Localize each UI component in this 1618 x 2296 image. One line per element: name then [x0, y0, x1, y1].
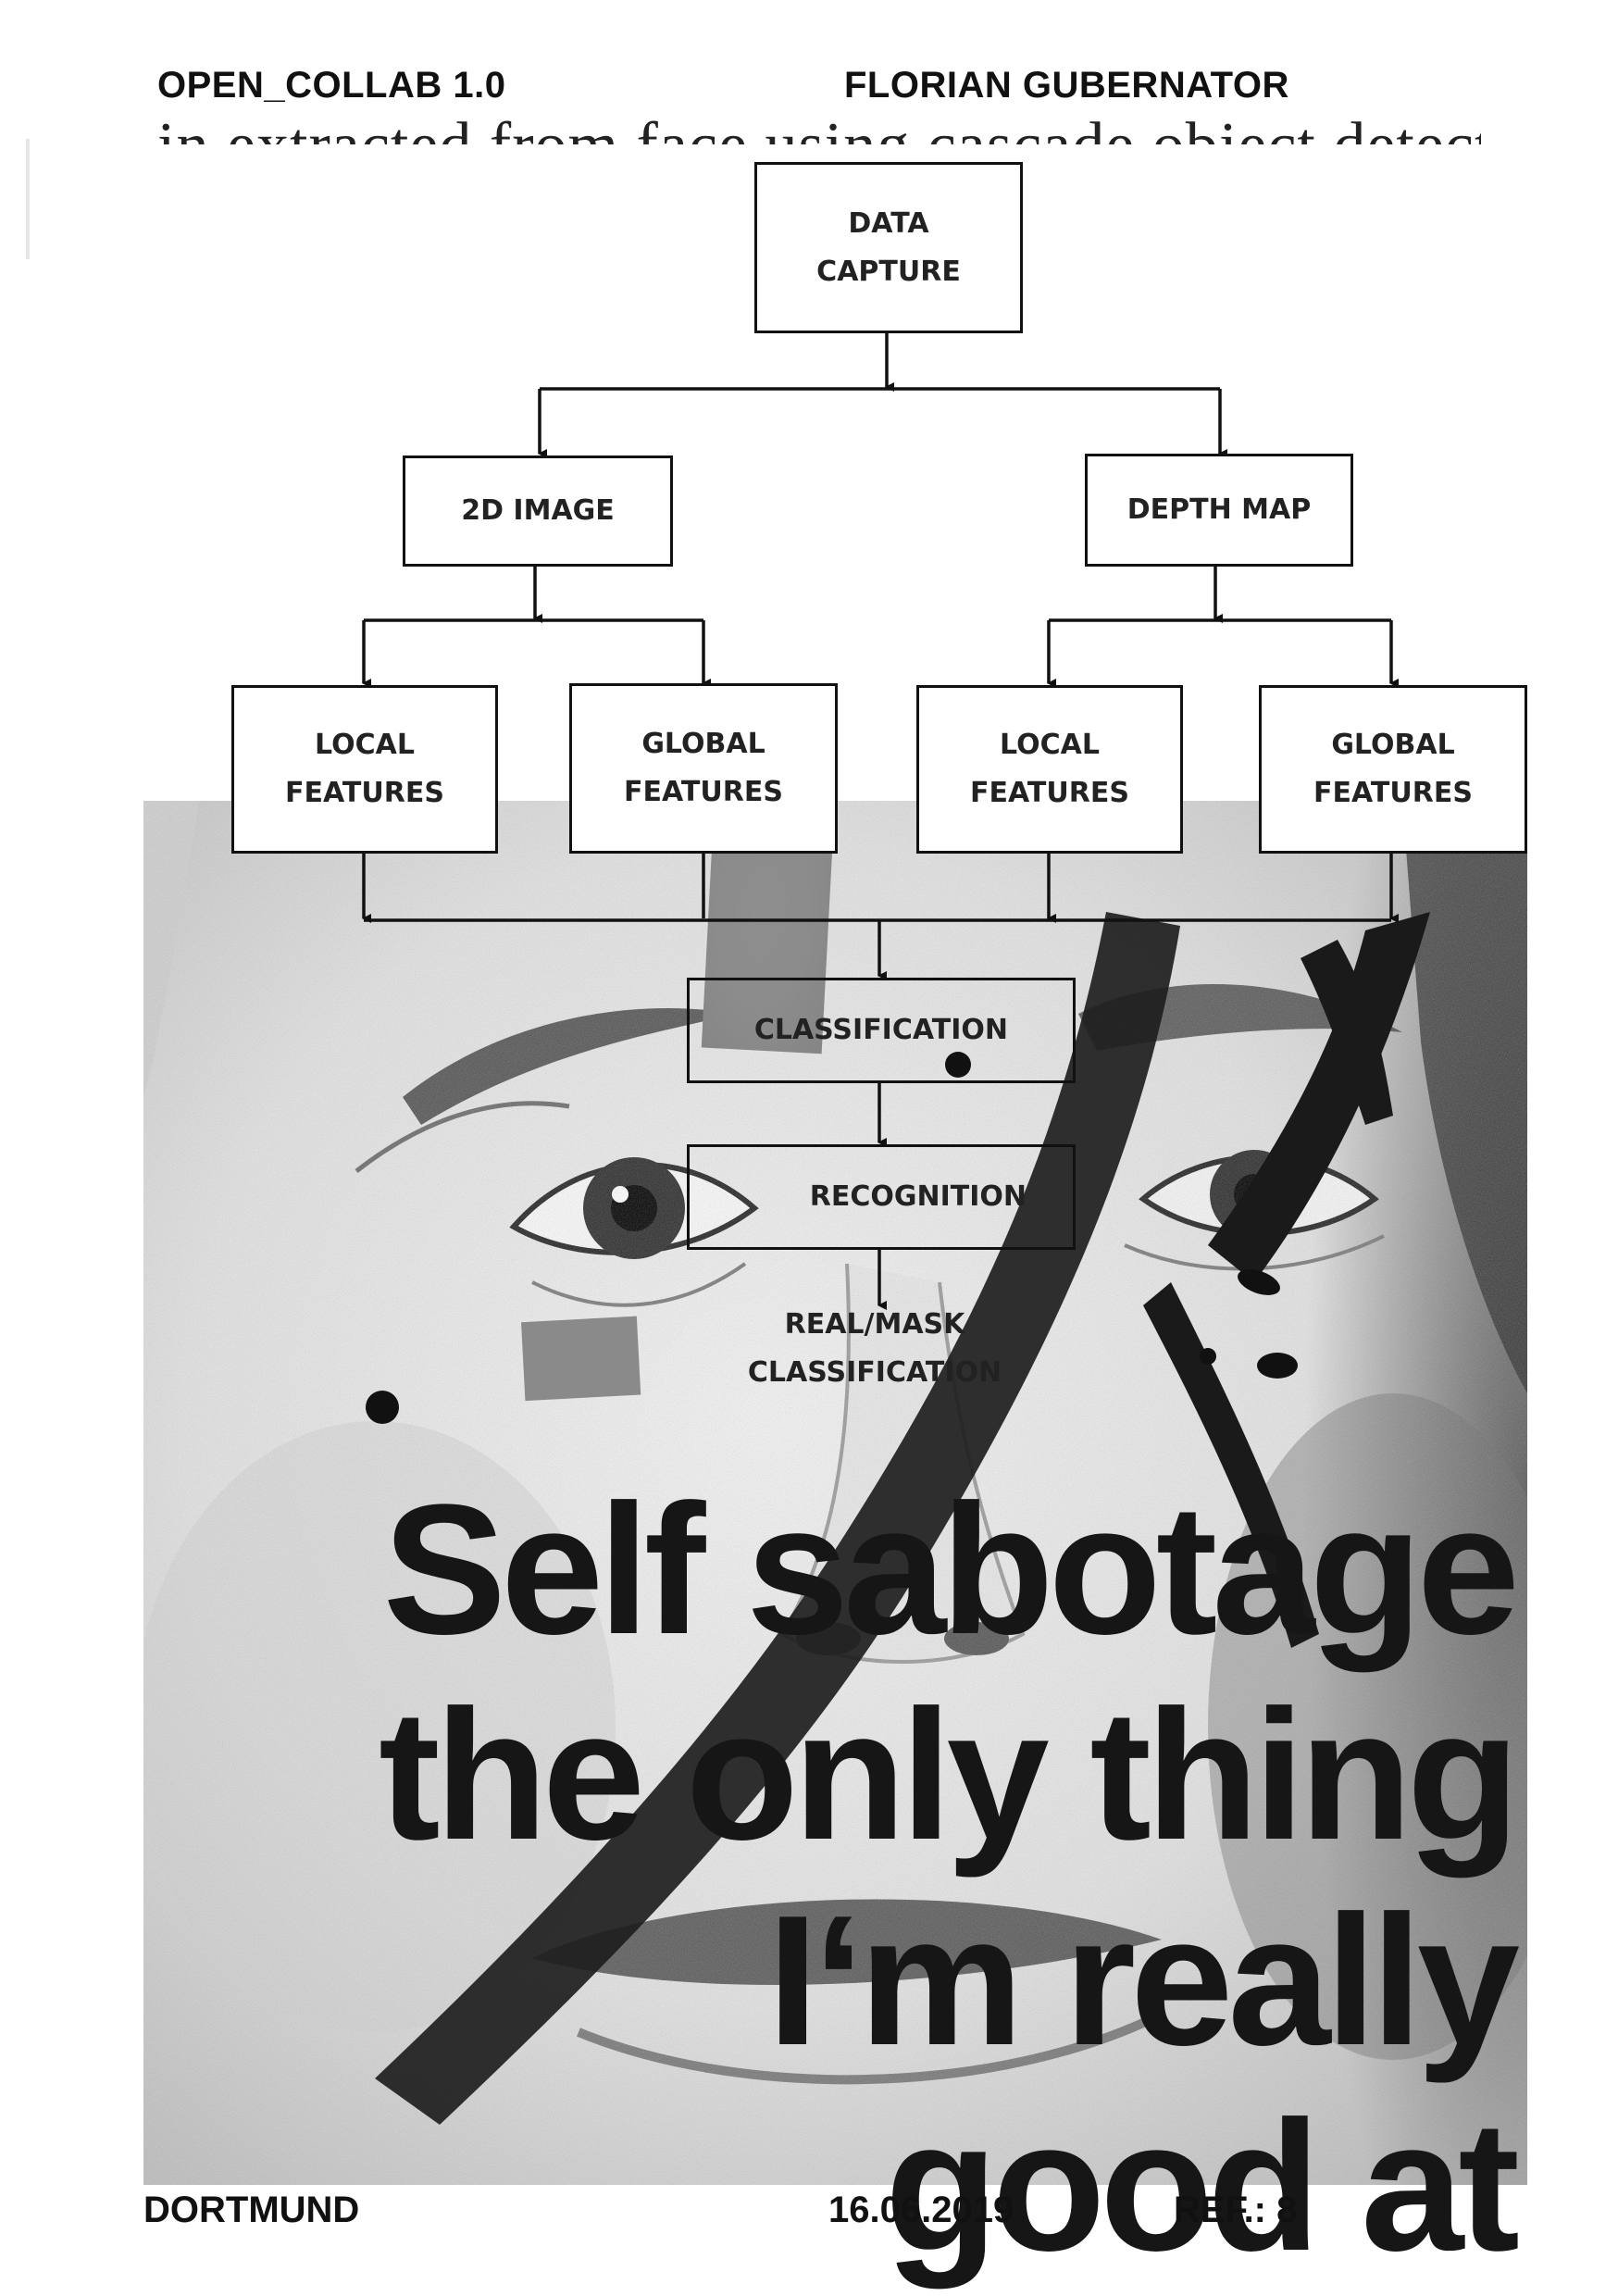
box-local-features-depth-line2: FEATURES: [970, 777, 1129, 809]
box-local-features-2d: LOCAL FEATURES: [231, 685, 498, 854]
box-classification: CLASSIFICATION: [687, 978, 1076, 1083]
box-data-capture-line2: CAPTURE: [816, 255, 961, 288]
box-global-features-2d: GLOBAL FEATURES: [569, 683, 838, 854]
real-mask-line1: REAL/MASK: [784, 1308, 965, 1341]
slogan-text: Self sabotage the only thing I‘m really …: [311, 1466, 1520, 2290]
box-data-capture-line1: DATA: [848, 206, 929, 240]
box-data-capture: DATA CAPTURE: [754, 162, 1023, 333]
box-global-features-depth-line1: GLOBAL: [1331, 729, 1455, 761]
box-depth-map-label: DEPTH MAP: [1126, 493, 1312, 526]
box-recognition-label: RECOGNITION: [809, 1180, 1027, 1213]
header-left-label: OPEN_COLLAB 1.0: [157, 65, 506, 106]
box-global-features-depth: GLOBAL FEATURES: [1259, 685, 1527, 854]
footer-city: DORTMUND: [143, 2190, 360, 2230]
slogan-line-2: the only thing: [379, 1672, 1520, 1878]
footer-ref: REF.: 8: [1174, 2190, 1298, 2230]
box-classification-label: CLASSIFICATION: [753, 1014, 1008, 1046]
cut-off-text: in extracted from face using cascade obj…: [157, 109, 1481, 144]
slogan-line-1: Self sabotage: [382, 1466, 1520, 1673]
box-global-features-2d-line2: FEATURES: [624, 776, 783, 808]
header-right-label: FLORIAN GUBERNATOR: [844, 65, 1289, 106]
box-2d-image: 2D IMAGE: [403, 455, 673, 567]
real-mask-line2: CLASSIFICATION: [747, 1356, 1002, 1389]
box-depth-map: DEPTH MAP: [1085, 454, 1353, 567]
box-local-features-2d-line2: FEATURES: [285, 777, 444, 809]
real-mask-classification-text: REAL/MASK CLASSIFICATION: [722, 1301, 1027, 1397]
scan-edge-mark: [26, 139, 30, 259]
face-photo-collage: [143, 801, 1527, 2185]
box-global-features-2d-line1: GLOBAL: [641, 728, 765, 760]
box-recognition: RECOGNITION: [687, 1144, 1076, 1250]
slogan-line-4: good at: [884, 2083, 1520, 2290]
footer-date: 16.06.2019: [828, 2190, 1014, 2230]
box-local-features-2d-line1: LOCAL: [315, 729, 415, 761]
box-global-features-depth-line2: FEATURES: [1313, 777, 1473, 809]
cut-off-text-line: in extracted from face using cascade obj…: [148, 100, 1481, 144]
box-local-features-depth-line1: LOCAL: [1000, 729, 1100, 761]
box-2d-image-label: 2D IMAGE: [461, 494, 615, 527]
box-local-features-depth: LOCAL FEATURES: [916, 685, 1183, 854]
slogan-line-3: I‘m really: [766, 1878, 1520, 2084]
